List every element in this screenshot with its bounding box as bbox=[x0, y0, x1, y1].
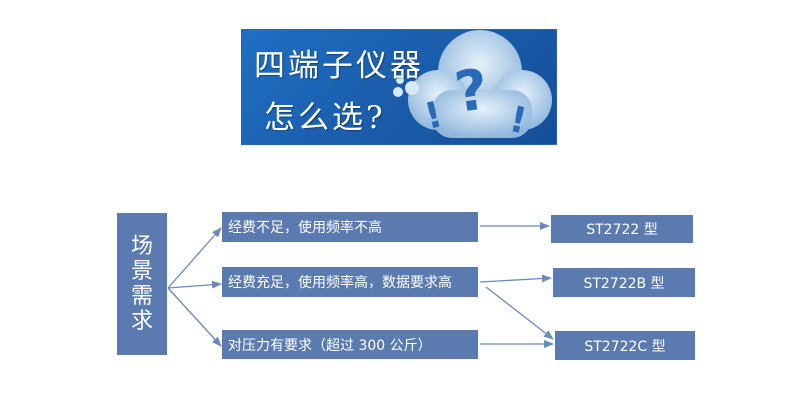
condition-box-1: 经费不足，使用频率不高 bbox=[222, 212, 478, 242]
cloud-question-illustration: ? ! ! bbox=[393, 30, 552, 143]
condition-box-2: 经费充足，使用频率高，数据要求高 bbox=[222, 267, 478, 297]
banner-title-line2: 怎么选? bbox=[264, 100, 386, 136]
model-box-st2722c: ST2722C 型 bbox=[555, 331, 695, 360]
model-box-st2722b: ST2722B 型 bbox=[553, 268, 695, 297]
arrow-cond2-to-model3 bbox=[485, 286, 554, 340]
condition-label-3: 对压力有要求（超过 300 公斤） bbox=[228, 337, 432, 354]
model-label-1: ST2722 型 bbox=[586, 222, 658, 238]
arrow-scene-to-cond1 bbox=[167, 227, 222, 289]
scene-requirement-box: 场景需求 bbox=[117, 213, 167, 355]
model-box-st2722: ST2722 型 bbox=[551, 215, 693, 243]
condition-label-2: 经费充足，使用频率高，数据要求高 bbox=[228, 275, 452, 291]
arrow-cond2-to-model2 bbox=[479, 274, 552, 283]
condition-box-3: 对压力有要求（超过 300 公斤） bbox=[222, 330, 478, 359]
cloud-icon bbox=[393, 30, 552, 138]
condition-label-1: 经费不足，使用频率不高 bbox=[228, 220, 382, 236]
title-banner: ? ! ! 四端子仪器 怎么选? bbox=[241, 29, 557, 145]
scene-requirement-label: 场景需求 bbox=[130, 234, 153, 334]
banner-title-line1: 四端子仪器 bbox=[254, 48, 424, 84]
arrow-scene-to-cond3 bbox=[167, 287, 222, 347]
arrow-scene-to-cond2 bbox=[167, 280, 222, 289]
model-label-2: ST2722B 型 bbox=[583, 275, 665, 292]
model-label-3: ST2722C 型 bbox=[584, 338, 666, 355]
